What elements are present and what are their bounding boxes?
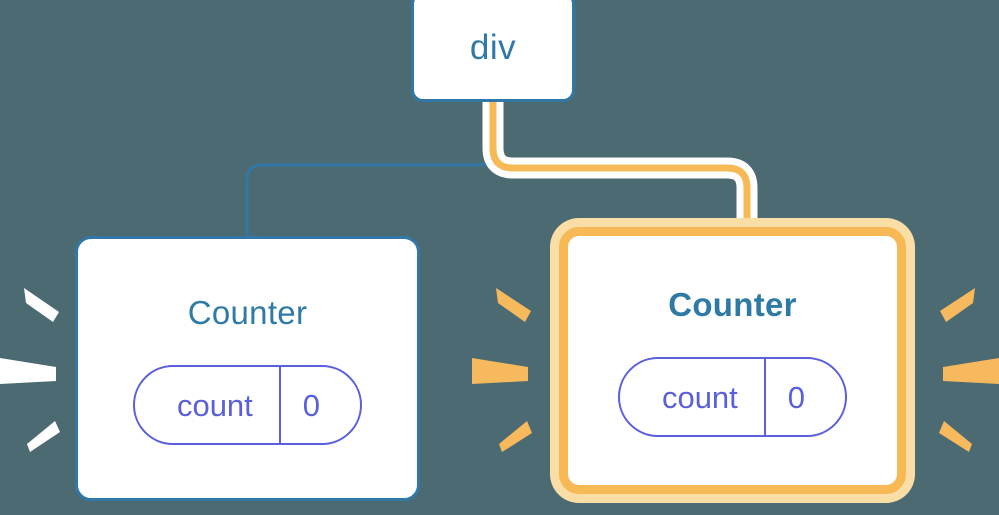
state-pill-left[interactable]: count 0 [132, 365, 363, 445]
state-value-right: 0 [763, 359, 845, 435]
node-counter-right-title: Counter [668, 286, 797, 323]
rays-left-child [0, 288, 60, 452]
state-key-right: count [661, 379, 738, 415]
node-root-label: div [469, 27, 517, 67]
rays-right-child-right [939, 288, 999, 452]
state-pill-right[interactable]: count 0 [617, 357, 848, 437]
state-key-left: count [176, 387, 253, 423]
edge-root-to-right-child [489, 96, 751, 244]
rays-right-child-left [472, 288, 532, 452]
node-counter-left[interactable]: Counter count 0 [75, 236, 420, 501]
state-value-left: 0 [278, 367, 360, 443]
node-root-div[interactable]: div [411, 0, 575, 102]
node-counter-right[interactable]: Counter count 0 [559, 227, 906, 494]
node-counter-left-title: Counter [187, 294, 308, 331]
